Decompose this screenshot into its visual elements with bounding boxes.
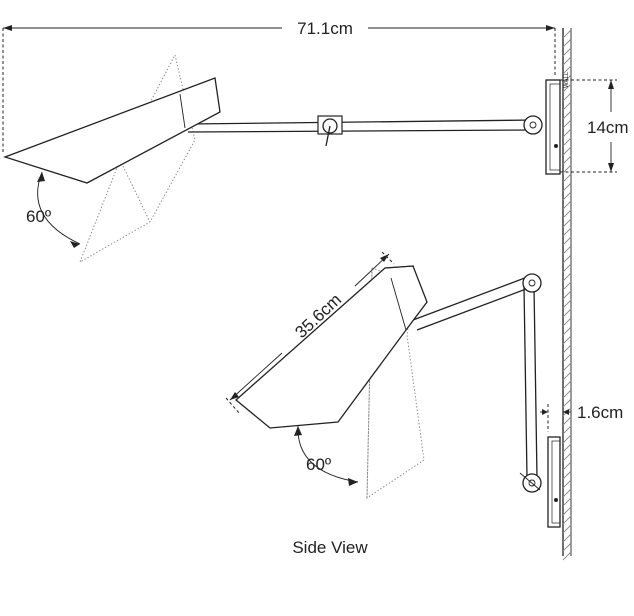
wall-offset-label: 1.6cm [577, 403, 623, 422]
overall-reach-dimension: 71.1cm [2, 19, 556, 152]
wall-hatch-line [562, 218, 572, 228]
wall-hatch-line [562, 155, 572, 165]
wall-hatch-line [562, 281, 572, 291]
wall-hatch-line [562, 362, 572, 372]
wall-hatch-line [562, 227, 572, 237]
wall-hatch-line [562, 551, 572, 561]
wall-hatch-line [562, 542, 572, 552]
wall-hatch-line [562, 146, 572, 156]
wall-hatch-line [562, 290, 572, 300]
wall-hatch-line [562, 425, 572, 435]
wall-hatch-line [562, 182, 572, 192]
overall-reach-label: 71.1cm [297, 19, 353, 38]
wall-hatch-line [562, 92, 572, 102]
wall-hatch-line [562, 299, 572, 309]
backplate-height-dimension: 14cm [560, 79, 629, 173]
wall-hatch-line [562, 263, 572, 273]
diagram-caption: Side View [292, 538, 368, 557]
wall-hatch-line [562, 29, 572, 39]
wall-hatch-line [562, 38, 572, 48]
wall-hatch-line [562, 461, 572, 471]
wall-hatch-line [562, 380, 572, 390]
wall-hatch-line [562, 506, 572, 516]
wall-hatch-line [562, 533, 572, 543]
wall-hatch-line [562, 173, 572, 183]
wall-hatch-line [562, 488, 572, 498]
wall-hatch-line [562, 371, 572, 381]
lower-tilt-label: 60º [306, 455, 331, 474]
wall-hatch-line [562, 317, 572, 327]
wall-hatch-line [562, 389, 572, 399]
lower-tilt-angle: 60º [294, 425, 359, 486]
upper-tilt-label: 60º [26, 207, 51, 226]
wall-hatch-line [562, 416, 572, 426]
wall-hatch-line [562, 308, 572, 318]
wall-hatch-line [562, 335, 572, 345]
wall-hatch-line [562, 479, 572, 489]
wall-hatch-line [562, 434, 572, 444]
wall-hatch-line [562, 209, 572, 219]
wall-hatch-line [562, 452, 572, 462]
lower-lamp [234, 265, 561, 528]
wall-hatch-line [562, 254, 572, 264]
wall-hatch-line [562, 470, 572, 480]
wall-hatch-line [562, 119, 572, 129]
wall-hatch-line [562, 524, 572, 534]
backplate-height-label: 14cm [587, 118, 629, 137]
wall-hatch-line [562, 65, 572, 75]
wall-hatch-line [562, 74, 572, 84]
wall: WALL [562, 28, 572, 561]
wall-hatch-line [562, 272, 572, 282]
wall-hatch-line [562, 110, 572, 120]
wall-hatch-line [562, 137, 572, 147]
wall-hatch-line [562, 56, 572, 66]
wall-hatch-line [562, 191, 572, 201]
wall-hatch-line [562, 101, 572, 111]
wall-hatch-line [562, 245, 572, 255]
wall-hatch-line [562, 83, 572, 93]
upper-tilt-angle: 60º [26, 171, 81, 248]
wall-hatch-line [562, 515, 572, 525]
wall-hatch-line [562, 398, 572, 408]
wall-hatch-line [562, 497, 572, 507]
wall-hatch-line [562, 47, 572, 57]
wall-hatch-line [562, 200, 572, 210]
wall-hatch-line [562, 353, 572, 363]
wall-hatch-line [562, 344, 572, 354]
wall-offset-dimension: 1.6cm [540, 403, 623, 432]
wall-hatch-line [562, 236, 572, 246]
wall-hatch-line [562, 326, 572, 336]
wall-hatch-line [562, 443, 572, 453]
wall-hatch-line [562, 164, 572, 174]
wall-hatch-line [562, 128, 572, 138]
upper-lamp [3, 53, 561, 264]
